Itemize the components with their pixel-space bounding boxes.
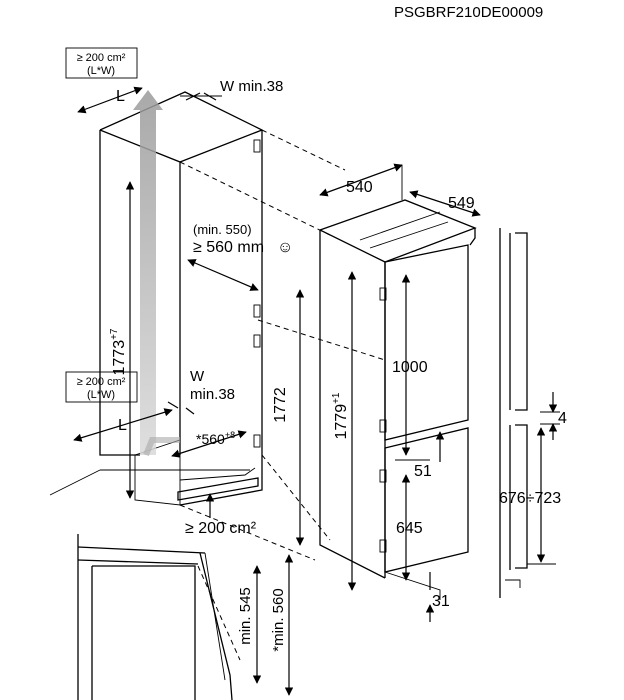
ventilation-top-line2: (L*W) [87, 65, 115, 77]
upper-door: 1000 [392, 359, 428, 376]
appliance-height-tolerance: +1 [331, 392, 342, 404]
appliance-height: 1779+1 [331, 392, 350, 439]
smiley-icon: ☺ [277, 239, 293, 256]
label-l-bottom: L [118, 417, 127, 434]
side-gap-4: 4 [558, 410, 567, 427]
depth-540: 540 [346, 179, 373, 196]
label-l-top: L [116, 88, 125, 105]
appliance-height-value: 1779 [333, 404, 350, 440]
niche-height-tolerance: +7 [109, 328, 120, 340]
ventilation-top-line1: ≥ 200 cm² [77, 52, 126, 64]
min-560: *min. 560 [270, 588, 287, 651]
label-w-min-bottom: min.38 [190, 386, 235, 403]
ventilation-bottom-box: ≥ 200 cm² (L*W) [65, 371, 138, 403]
appliance [318, 199, 477, 600]
ventilation-top-box: ≥ 200 cm² (L*W) [65, 47, 138, 79]
min-545: min. 545 [237, 587, 254, 645]
label-w-bottom: W [190, 368, 205, 385]
door-range: 676÷723 [499, 490, 561, 507]
lower-door: 645 [396, 520, 423, 537]
gap-31: 31 [432, 593, 450, 610]
bottom-vent: ≥ 200 cm² [185, 520, 257, 537]
depth-549: 549 [448, 195, 475, 212]
label-w-min-top: W min.38 [220, 78, 283, 95]
door-side-profile [499, 228, 528, 598]
ventilation-bottom-line2: (L*W) [87, 389, 115, 401]
niche-depth-value: *560 [196, 431, 225, 447]
niche-height-value: 1773 [111, 340, 128, 376]
niche-height: 1773+7 [109, 328, 128, 375]
ventilation-bottom-line1: ≥ 200 cm² [77, 376, 126, 388]
niche-cabinet [49, 90, 263, 506]
niche-depth: *560+8 [196, 430, 235, 447]
door-clearance-min: (min. 550) [193, 222, 252, 237]
niche-section-detail [77, 534, 241, 700]
appliance-height-front: 1772 [272, 387, 289, 423]
gap-51: 51 [414, 463, 432, 480]
door-clearance: ≥ 560 mm [193, 239, 264, 256]
document-code: PSGBRF210DE00009 [394, 4, 543, 21]
niche-depth-tolerance: +8 [225, 430, 235, 440]
